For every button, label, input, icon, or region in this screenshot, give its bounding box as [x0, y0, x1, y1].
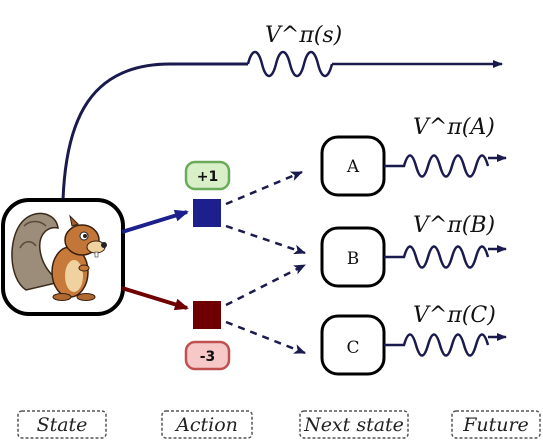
svg-text:Action: Action — [174, 414, 238, 436]
reward-badge-positive — [184, 160, 231, 191]
action-square-blue — [193, 199, 221, 227]
reward-positive-text: +1 — [197, 169, 218, 185]
future-squiggle-b — [384, 245, 507, 269]
svg-text:Next state: Next state — [303, 414, 404, 436]
action-arrow-blue — [121, 209, 189, 234]
node-c-label: C — [346, 338, 359, 358]
value-state-label: V^π(s) — [265, 23, 342, 48]
caption-next-state: Next state — [299, 410, 409, 439]
squirrel-icon — [11, 212, 107, 301]
state-value-squiggle — [246, 50, 334, 78]
svg-text:Future: Future — [462, 414, 529, 436]
caption-state: State — [17, 410, 107, 439]
future-squiggle-c — [384, 333, 507, 357]
action-square-red — [193, 301, 221, 329]
reward-negative-text: -3 — [200, 349, 216, 365]
future-squiggle-a — [384, 154, 507, 178]
value-c-label: V^π(C) — [413, 303, 496, 328]
caption-future: Future — [451, 410, 541, 439]
value-b-label: V^π(B) — [413, 213, 495, 238]
svg-text:State: State — [37, 414, 88, 436]
caption-action: Action — [161, 410, 253, 439]
node-b-label: B — [347, 249, 360, 269]
value-a-label: V^π(A) — [413, 115, 495, 140]
transition-arrows — [225, 170, 306, 355]
action-arrow-red — [121, 286, 189, 311]
reward-badge-negative — [184, 340, 231, 371]
state-value-path — [61, 62, 248, 201]
node-a-label: A — [346, 157, 360, 177]
